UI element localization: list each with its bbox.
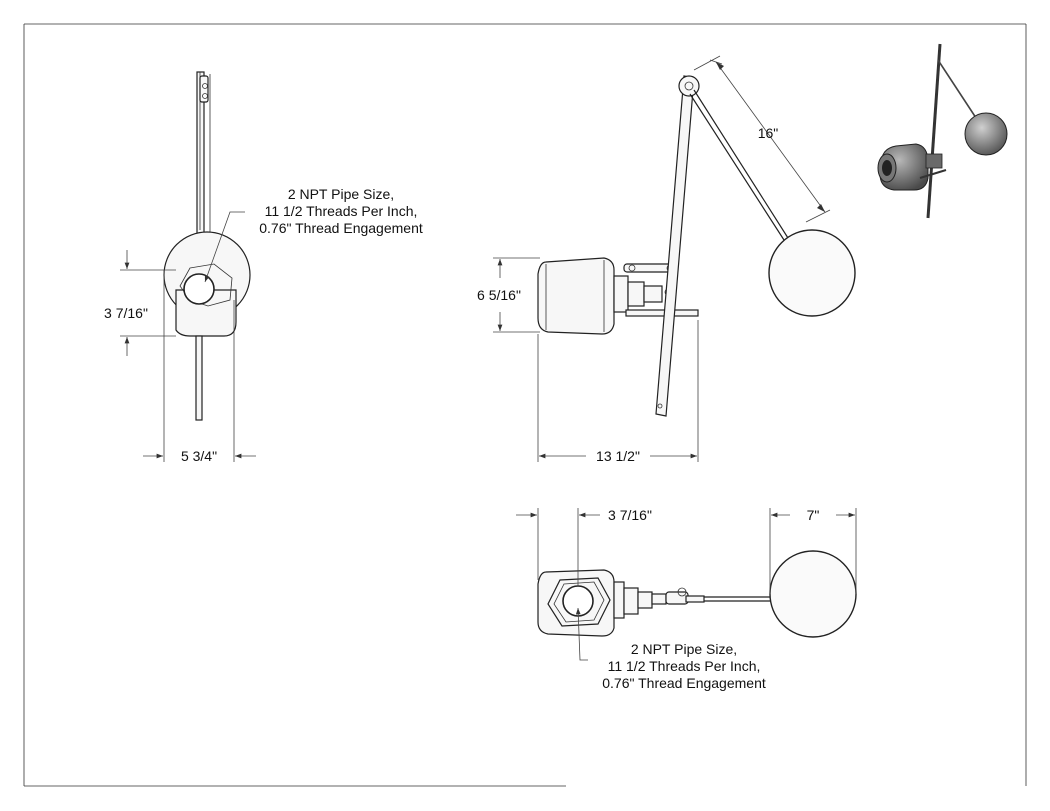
top-thread-note: 2 NPT Pipe Size, 11 1/2 Threads Per Inch…: [602, 641, 766, 691]
side-length-dim-label: 13 1/2": [596, 448, 640, 464]
front-thread-note-line-1: 2 NPT Pipe Size,: [288, 186, 394, 202]
side-arm-dim-label: 16": [758, 125, 779, 141]
top-view: [537, 550, 857, 661]
top-thread-note-line-3: 0.76" Thread Engagement: [602, 675, 766, 691]
sheet-border: [23, 23, 1027, 787]
front-height-dimension: 3 7/16": [104, 250, 176, 356]
side-height-dim-label: 6 5/16": [477, 287, 521, 303]
side-height-dimension: 6 5/16": [477, 257, 540, 333]
top-offset-dimension: 3 7/16": [516, 507, 652, 586]
front-width-dim-label: 5 3/4": [181, 448, 217, 464]
front-width-dimension: 5 3/4": [143, 270, 256, 464]
front-thread-note: 2 NPT Pipe Size, 11 1/2 Threads Per Inch…: [259, 186, 423, 236]
top-offset-dim-label: 3 7/16": [608, 507, 652, 523]
top-ball-dim-label: 7": [807, 507, 820, 523]
front-height-dim-label: 3 7/16": [104, 305, 148, 321]
front-view: [163, 71, 251, 421]
top-thread-note-line-1: 2 NPT Pipe Size,: [631, 641, 737, 657]
top-thread-note-line-2: 11 1/2 Threads Per Inch,: [608, 658, 761, 674]
top-ball-dimension: 7": [769, 507, 857, 594]
side-view: [537, 75, 856, 417]
side-length-dimension: 13 1/2": [537, 320, 699, 464]
isometric-view: [877, 43, 1008, 219]
front-thread-note-line-3: 0.76" Thread Engagement: [259, 220, 423, 236]
side-arm-dimension: 16": [693, 55, 831, 223]
front-thread-note-line-2: 11 1/2 Threads Per Inch,: [265, 203, 418, 219]
